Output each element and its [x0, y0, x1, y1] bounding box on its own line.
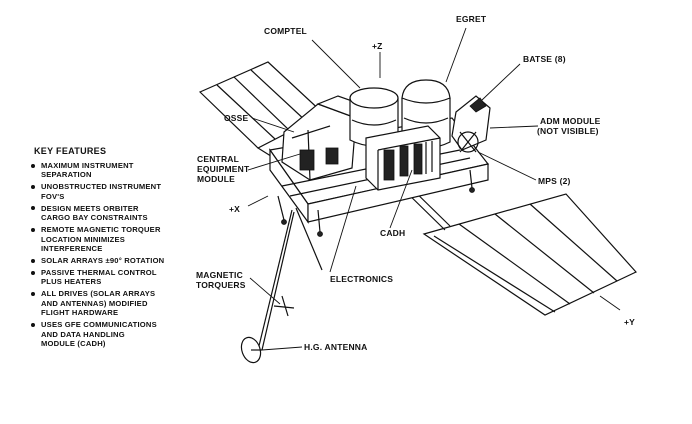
- key-feature-text: DESIGN MEETS ORBITER: [41, 203, 139, 213]
- label-torquers-1: MAGNETIC: [196, 270, 243, 280]
- label-central-3: MODULE: [197, 174, 235, 184]
- key-feature-item: PASSIVE THERMAL CONTROL PLUS HEATERS: [30, 268, 205, 287]
- key-feature-text: MODULE (CADH): [41, 339, 106, 349]
- batse-module: [451, 95, 491, 153]
- right-solar-array: [399, 181, 637, 316]
- leader-lines: [247, 27, 621, 351]
- label-torquers-2: TORQUERS: [196, 280, 246, 290]
- key-feature-item: ALL DRIVES (SOLAR ARRAYS AND ANTENNAS) M…: [30, 289, 205, 317]
- antenna-boom: [257, 207, 323, 351]
- key-feature-text: SOLAR ARRAYS ±90° ROTATION: [41, 256, 165, 266]
- label-plus-z: +Z: [372, 41, 383, 51]
- key-feature-text: MAXIMUM INSTRUMENT: [41, 161, 134, 170]
- key-feature-text: PLUS HEATERS: [41, 277, 102, 287]
- key-feature-text: UNOBSTRUCTED INSTRUMENT: [41, 182, 162, 192]
- label-cadh: CADH: [380, 228, 405, 238]
- label-mps: MPS (2): [538, 176, 571, 186]
- key-feature-text: USES GFE COMMUNICATIONS: [41, 320, 157, 330]
- label-plus-x: +X: [229, 204, 240, 214]
- key-feature-text: FOV'S: [41, 191, 65, 201]
- label-adm-module: ADM MODULE: [540, 116, 601, 126]
- label-osse: OSSE: [224, 113, 249, 123]
- label-hg-antenna: H.G. ANTENNA: [304, 342, 367, 352]
- key-feature-text: REMOTE MAGNETIC TORQUER: [41, 225, 161, 235]
- label-central-2: EQUIPMENT: [197, 164, 250, 174]
- key-feature-text: CARGO BAY CONSTRAINTS: [41, 213, 148, 223]
- label-electronics: ELECTRONICS: [330, 274, 393, 284]
- key-feature-text: INTERFERENCE: [41, 244, 103, 254]
- key-feature-item: DESIGN MEETS ORBITER CARGO BAY CONSTRAIN…: [30, 204, 205, 223]
- key-feature-item: USES GFE COMMUNICATIONS AND DATA HANDLIN…: [30, 320, 205, 348]
- key-feature-text: PASSIVE THERMAL CONTROL: [41, 268, 157, 278]
- label-comptel: COMPTEL: [264, 26, 307, 36]
- key-feature-item: MAXIMUM INSTRUMENT SEPARATION: [30, 161, 205, 180]
- hg-antenna-dish: [240, 336, 262, 364]
- key-feature-item: REMOTE MAGNETIC TORQUER LOCATION MINIMIZ…: [30, 225, 205, 253]
- key-feature-text: AND ANTENNAS) MODIFIED: [41, 298, 148, 308]
- label-batse: BATSE (8): [523, 54, 566, 64]
- key-feature-text: ALL DRIVES (SOLAR ARRAYS: [41, 289, 156, 299]
- key-feature-text: SEPARATION: [41, 170, 92, 180]
- key-features-title: KEY FEATURES: [34, 146, 107, 156]
- key-feature-text: AND DATA HANDLING: [41, 329, 125, 339]
- body-struts: [277, 169, 475, 237]
- key-feature-text: LOCATION MINIMIZES: [41, 234, 126, 244]
- label-plus-y: +Y: [624, 317, 635, 327]
- key-features-list: MAXIMUM INSTRUMENT SEPARATION UNOBSTRUCT…: [30, 161, 205, 351]
- key-feature-item: SOLAR ARRAYS ±90° ROTATION: [30, 256, 205, 265]
- label-egret: EGRET: [456, 14, 487, 24]
- label-central-1: CENTRAL: [197, 154, 239, 164]
- osse-instrument: [281, 95, 374, 181]
- key-feature-item: UNOBSTRUCTED INSTRUMENT FOV'S: [30, 182, 205, 201]
- cadh-electronics-box: [365, 125, 441, 191]
- label-adm-module-note: (NOT VISIBLE): [537, 126, 599, 136]
- key-feature-text: FLIGHT HARDWARE: [41, 308, 119, 318]
